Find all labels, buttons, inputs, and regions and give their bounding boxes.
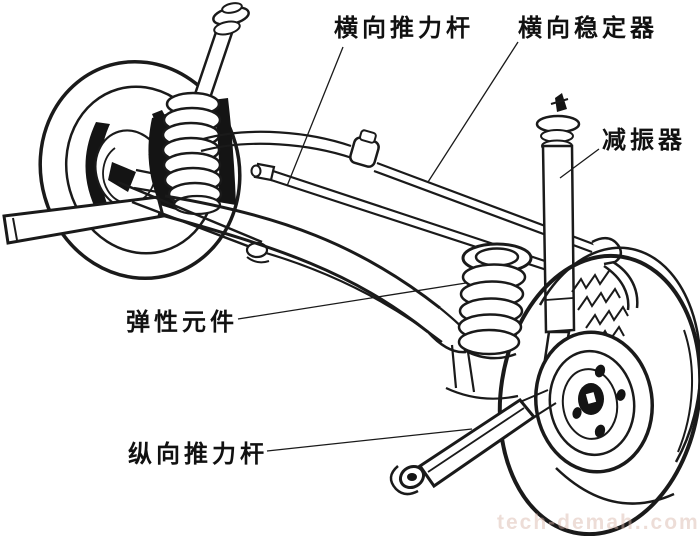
right-wheel (480, 241, 700, 536)
longitudinal-thrust-rod (391, 390, 556, 494)
label-longitudinal-thrust-rod: 纵向推力杆 (128, 440, 268, 468)
label-shock-absorber: 减振器 (602, 127, 686, 154)
wheel-lug-holes (572, 364, 626, 438)
right-coil-spring (459, 244, 531, 358)
label-lateral-thrust-rod: 横向推力杆 (334, 14, 474, 42)
label-lateral-stabilizer: 横向稳定器 (518, 14, 658, 42)
leader-lateral-thrust-rod (287, 47, 343, 186)
watermark-text: tech-demah..com (497, 511, 700, 534)
label-elastic-element: 弹性元件 (126, 309, 238, 336)
leader-lateral-stabilizer (428, 42, 518, 182)
leader-elastic-element (238, 283, 466, 319)
leader-shock-absorber (560, 149, 599, 178)
axle-beam (158, 196, 518, 399)
leader-longitudinal-thrust-rod (267, 429, 472, 451)
stabilizer-bar (201, 129, 637, 310)
